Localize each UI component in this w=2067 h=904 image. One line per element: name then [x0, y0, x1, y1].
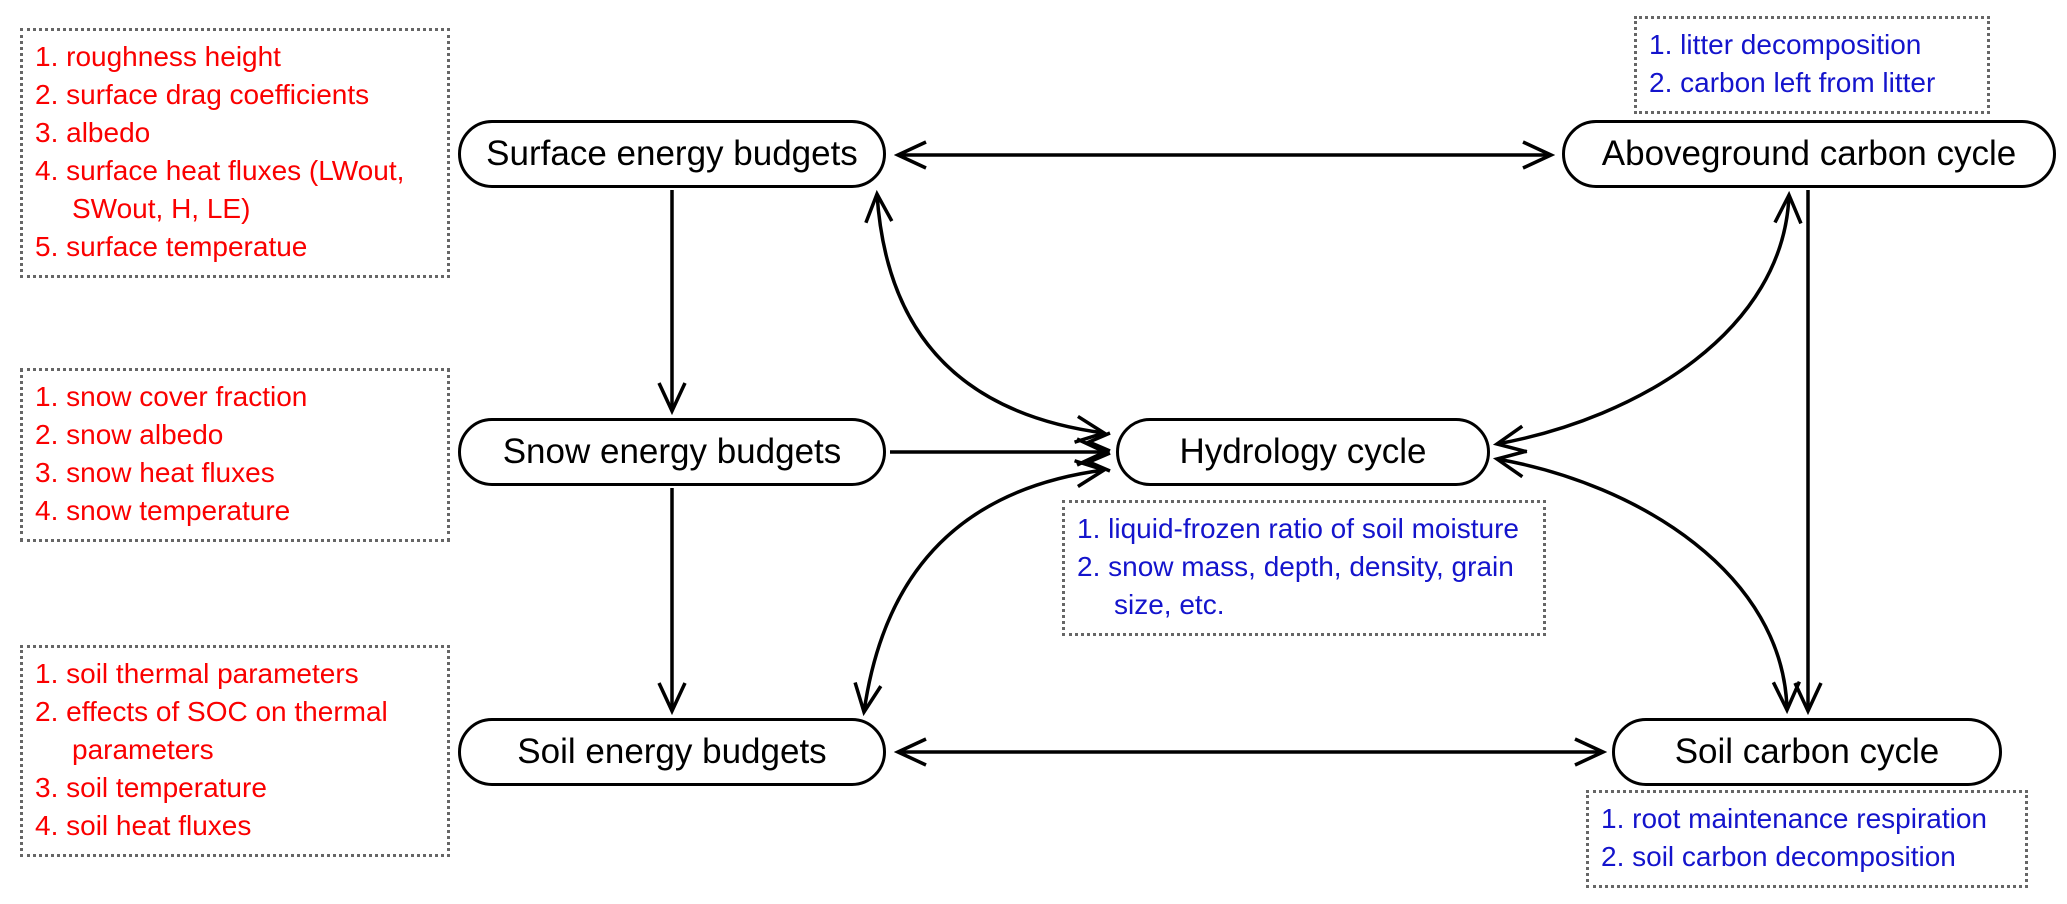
annotation-hydrology-outputs: 1. liquid-frozen ratio of soil moisture … — [1062, 500, 1546, 636]
list-item: 2. snow mass, depth, density, grain size… — [1077, 551, 1514, 620]
list-item: 1. soil thermal parameters — [35, 658, 359, 689]
node-aboveground-carbon-cycle: Aboveground carbon cycle — [1562, 120, 2056, 188]
list-item: 1. litter decomposition — [1649, 29, 1922, 60]
list-item: 3. albedo — [35, 117, 151, 148]
annotation-list: 1. snow cover fraction 2. snow albedo 3.… — [35, 378, 435, 530]
edge-hydrology-aboveground — [1497, 195, 1789, 444]
list-item: 5. surface temperatue — [35, 231, 308, 262]
annotation-soil-parameters: 1. soil thermal parameters 2. effects of… — [20, 645, 450, 857]
list-item: 2. soil carbon decomposition — [1601, 841, 1956, 872]
annotation-aboveground-outputs: 1. litter decomposition 2. carbon left f… — [1634, 16, 1990, 114]
node-hydrology-cycle: Hydrology cycle — [1116, 418, 1490, 486]
node-soil-carbon-cycle: Soil carbon cycle — [1612, 718, 2002, 786]
list-item: 3. snow heat fluxes — [35, 457, 275, 488]
node-soil-energy-budgets: Soil energy budgets — [458, 718, 886, 786]
annotation-surface-parameters: 1. roughness height 2. surface drag coef… — [20, 28, 450, 278]
annotation-list: 1. roughness height 2. surface drag coef… — [35, 38, 435, 266]
list-item: 1. root maintenance respiration — [1601, 803, 1987, 834]
edge-surface-hydrology — [877, 194, 1104, 433]
node-surface-energy-budgets: Surface energy budgets — [458, 120, 886, 188]
list-item: 1. roughness height — [35, 41, 281, 72]
annotation-list: 1. root maintenance respiration 2. soil … — [1601, 800, 2013, 876]
edge-hydrology-soil-carbon — [1497, 459, 1787, 710]
list-item: 3. soil temperature — [35, 772, 267, 803]
annotation-snow-parameters: 1. snow cover fraction 2. snow albedo 3.… — [20, 368, 450, 542]
edge-soil-energy-hydrology — [864, 470, 1104, 712]
list-item: 1. liquid-frozen ratio of soil moisture — [1077, 513, 1519, 544]
list-item: 2. snow albedo — [35, 419, 224, 450]
edge-hydrology-return-head-lower — [1084, 451, 1111, 473]
annotation-list: 1. litter decomposition 2. carbon left f… — [1649, 26, 1975, 102]
annotation-list: 1. soil thermal parameters 2. effects of… — [35, 655, 435, 845]
list-item: 4. soil heat fluxes — [35, 810, 252, 841]
list-item: 1. snow cover fraction — [35, 381, 308, 412]
edge-hydrology-return-head-upper — [1084, 431, 1111, 453]
annotation-soil-carbon-outputs: 1. root maintenance respiration 2. soil … — [1586, 790, 2028, 888]
list-item: 4. surface heat fluxes (LWout, SWout, H,… — [35, 155, 405, 224]
list-item: 2. carbon left from litter — [1649, 67, 1936, 98]
list-item: 4. snow temperature — [35, 495, 291, 526]
list-item: 2. effects of SOC on thermal parameters — [35, 696, 388, 765]
node-snow-energy-budgets: Snow energy budgets — [458, 418, 886, 486]
list-item: 2. surface drag coefficients — [35, 79, 370, 110]
annotation-list: 1. liquid-frozen ratio of soil moisture … — [1077, 510, 1531, 624]
